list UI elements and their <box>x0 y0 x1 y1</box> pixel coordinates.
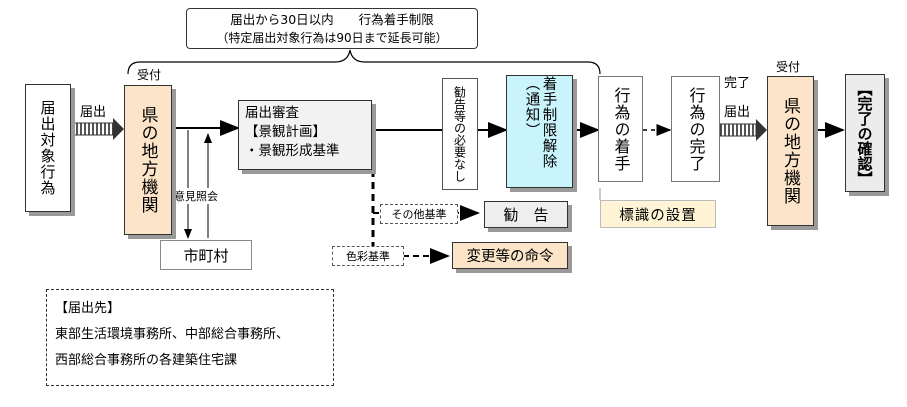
period-line-2: （特定届出対象行為は90日まで延長可能） <box>216 31 448 45</box>
period-line-1: 届出から30日以内 行為着手制限 <box>230 12 434 27</box>
receive-label-2: 受付 <box>776 60 801 74</box>
subject-box: 届出対象行為 <box>25 84 71 212</box>
review-box: 届出審査 【景観計画】 ・景観形成基準 <box>238 100 372 170</box>
notify-arrow <box>72 118 124 140</box>
period-brace <box>127 49 601 75</box>
receive-label-1: 受付 <box>137 68 162 82</box>
action-complete-box: 行為の完了 <box>671 76 720 182</box>
release-box: 着手制限解除（通知） <box>506 75 573 188</box>
no-advice-label: 勧告等の必要なし <box>442 78 478 190</box>
pref-office-box-2: 県の地方機関 <box>767 76 814 226</box>
color-standard-label: 色彩基準 <box>332 246 404 266</box>
period-note: 届出から30日以内 行為着手制限 （特定届出対象行為は90日まで延長可能） <box>186 8 478 49</box>
destination-line-1: 東部生活環境事務所、中部総合事務所、 <box>55 327 290 342</box>
completion-arrow <box>719 119 767 141</box>
inquiry-label: 意見照会 <box>174 188 218 204</box>
completion-notify-label: 届出 <box>724 105 751 120</box>
notify-label: 届出 <box>80 105 107 120</box>
review-plan: 【景観計画】 <box>245 124 326 140</box>
review-standard: ・景観形成基準 <box>245 143 340 159</box>
destination-box: 【届出先】 東部生活環境事務所、中部総合事務所、 西部総合事務所の各建築住宅課 <box>46 289 334 386</box>
advice-box: 勧 告 <box>484 201 568 228</box>
destination-title: 【届出先】 <box>55 301 121 316</box>
completion-label: 完了 <box>724 76 751 91</box>
other-standard-label: その他基準 <box>380 204 458 224</box>
sign-box: 標識の設置 <box>600 200 716 228</box>
confirm-box: 【完了の確認】 <box>845 74 885 192</box>
order-box: 変更等の命令 <box>452 242 568 269</box>
action-start-box: 行為の着手 <box>598 76 643 182</box>
destination-line-2: 西部総合事務所の各建築住宅課 <box>55 353 238 368</box>
review-title: 届出審査 <box>245 105 299 121</box>
municipality-box: 市町村 <box>160 240 252 270</box>
pref-office-box-1: 県の地方機関 <box>124 85 172 235</box>
